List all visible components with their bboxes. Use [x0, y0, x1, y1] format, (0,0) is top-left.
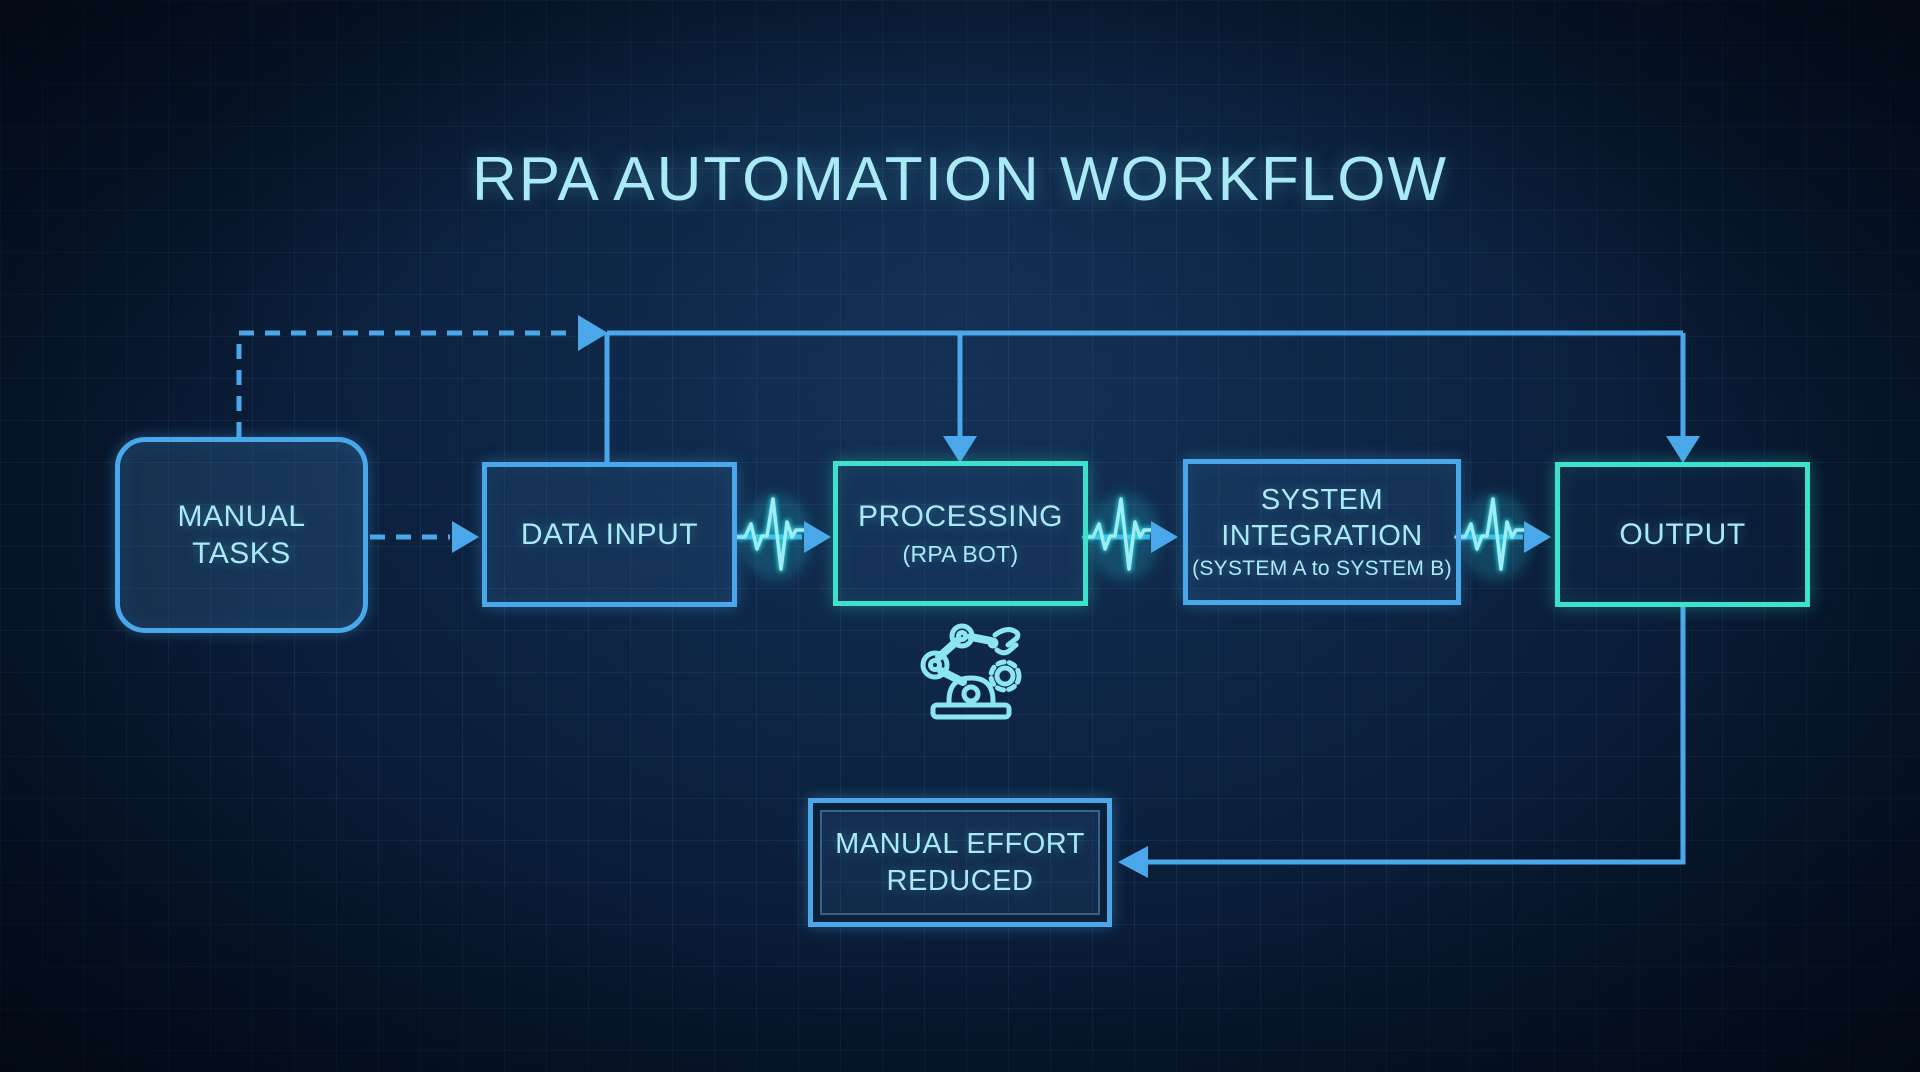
arrow-output-to-manual-effort [1118, 607, 1686, 878]
node-label: DATA INPUT [520, 517, 699, 551]
node-system-integration: SYSTEM INTEGRATION (SYSTEM A to SYSTEM B… [1183, 459, 1461, 605]
connector-processing-to-system-integration [1084, 493, 1178, 581]
node-label: OUTPUT [1619, 517, 1746, 551]
arrow-manual-tasks-to-rail [236, 315, 608, 437]
node-processing: PROCESSING (RPA BOT) [833, 461, 1088, 606]
top-rail [604, 330, 1700, 463]
arrow-into-output [1666, 436, 1700, 463]
arrow-manual-tasks-to-data-input [370, 521, 479, 553]
node-manual-tasks: MANUAL TASKS [115, 437, 368, 633]
connector-data-input-to-processing [736, 493, 831, 581]
node-label: MANUAL EFFORT REDUCED [835, 828, 1085, 897]
node-label: SYSTEM INTEGRATION [1221, 483, 1423, 552]
node-sublabel: (RPA BOT) [902, 540, 1019, 567]
node-manual-effort-reduced: MANUAL EFFORT REDUCED [808, 798, 1112, 927]
node-sublabel: (SYSTEM A to SYSTEM B) [1192, 557, 1452, 581]
node-output: OUTPUT [1555, 462, 1810, 607]
robot-arm-gear-icon [920, 623, 1022, 720]
node-data-input: DATA INPUT [482, 462, 737, 607]
node-label: PROCESSING [857, 500, 1064, 534]
arrow-into-processing [943, 436, 977, 463]
node-label: MANUAL TASKS [177, 499, 306, 571]
diagram-title: RPA AUTOMATION WORKFLOW [471, 145, 1449, 214]
connector-system-integration-to-output [1456, 493, 1551, 581]
